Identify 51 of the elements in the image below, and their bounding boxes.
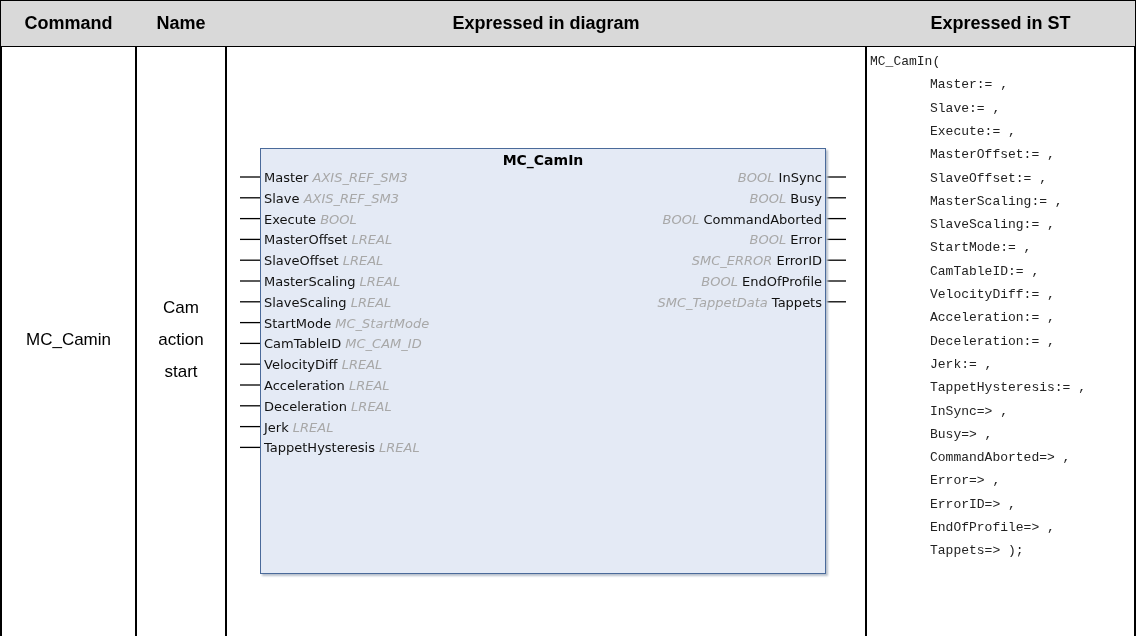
- pin-label: BOOL InSync: [737, 170, 822, 186]
- code-line: VelocityDiff:= ,: [930, 287, 1055, 303]
- table-cell-text: MC_Camin: [25, 329, 112, 351]
- pin-label: SlaveOffset LREAL: [264, 253, 384, 270]
- code-line: CommandAborted=> ,: [930, 450, 1071, 467]
- code-line: Jerk:= ,: [930, 356, 993, 373]
- code-line: EndOfProfile=> ,: [930, 520, 1055, 536]
- pin-label: BOOL Busy: [749, 190, 822, 207]
- code-line: Execute:= ,: [930, 123, 1016, 140]
- pin-label: Acceleration LREAL: [264, 378, 390, 394]
- code-line: Slave:= ,: [930, 100, 1001, 117]
- code-line: CamTableID:= ,: [930, 263, 1040, 280]
- header-cell: Expressed in diagram: [226, 1, 866, 46]
- pin-label: Deceleration LREAL: [264, 398, 392, 415]
- code-line: Master:= ,: [930, 77, 1008, 94]
- header-cell: Expressed in ST: [866, 1, 1135, 46]
- code-line: Error=> ,: [930, 473, 1001, 490]
- code-line: TappetHysteresis:= ,: [930, 380, 1087, 397]
- pin-label: BOOL EndOfProfile: [701, 274, 822, 290]
- header-cell: Name: [136, 1, 226, 46]
- pin-label: StartMode MC_StartMode: [264, 315, 430, 332]
- pin-label: CamTableID MC_CAM_ID: [264, 336, 422, 353]
- block-title: MC_CamIn: [501, 152, 585, 168]
- pin-label: SMC_TappetData Tappets: [657, 294, 822, 311]
- pin-label: SlaveScaling LREAL: [264, 294, 392, 311]
- pin-label: VelocityDiff LREAL: [264, 357, 383, 374]
- function-block: [260, 148, 826, 574]
- code-line: Acceleration:= ,: [930, 310, 1055, 327]
- code-line: Deceleration:= ,: [930, 333, 1055, 350]
- pin-label: MasterScaling LREAL: [264, 274, 401, 290]
- code-line: Tappets=> );: [930, 543, 1024, 560]
- code-line: InSync=> ,: [930, 403, 1008, 420]
- pin-label: BOOL Error: [749, 232, 822, 249]
- code-line: MasterScaling:= ,: [930, 193, 1063, 210]
- code-line: SlaveOffset:= ,: [930, 170, 1048, 187]
- code-line: StartMode:= ,: [930, 240, 1032, 257]
- pin-label: BOOL CommandAborted: [662, 211, 822, 228]
- pin-label: Execute BOOL: [264, 211, 357, 228]
- header-cell: Command: [1, 1, 136, 46]
- code-line: ErrorID=> ,: [930, 496, 1016, 513]
- code-line: Busy=> ,: [930, 426, 993, 443]
- code-line: SlaveScaling:= ,: [930, 217, 1055, 234]
- pin-label: SMC_ERROR ErrorID: [691, 253, 822, 270]
- pin-label: TappetHysteresis LREAL: [264, 440, 420, 457]
- code-line: MasterOffset:= ,: [930, 147, 1055, 164]
- table-cell-text: Cam action start: [157, 297, 205, 383]
- pin-label: MasterOffset LREAL: [264, 232, 393, 249]
- pin-label: Master AXIS_REF_SM3: [264, 170, 408, 186]
- code-line: MC_CamIn(: [870, 54, 941, 70]
- pin-label: Jerk LREAL: [264, 419, 334, 436]
- pin-label: Slave AXIS_REF_SM3: [264, 190, 399, 207]
